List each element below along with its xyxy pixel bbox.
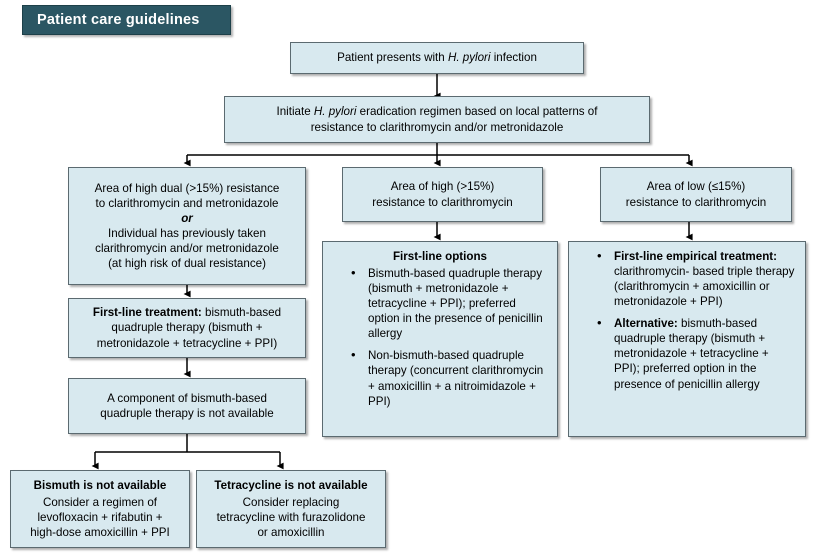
list-item: First-line empirical treatment: clarithr…	[597, 248, 797, 309]
node-line: Initiate H. pylori eradication regimen b…	[276, 105, 598, 119]
node-line-or: or	[181, 211, 193, 225]
node-tetracycline-not-available: Tetracycline is not available Consider r…	[196, 470, 386, 548]
node-line: metronidazole + tetracycline + PPI)	[96, 336, 278, 350]
options-list: First-line empirical treatment: clarithr…	[577, 248, 797, 392]
node-line: Area of high dual (>15%) resistance	[94, 181, 280, 195]
bullet-text: Bismuth-based quadruple therapy (bismuth…	[368, 267, 543, 341]
node-line: A component of bismuth-based	[107, 391, 267, 405]
node-line: First-line treatment: bismuth-based	[92, 306, 282, 320]
node-line: resistance to clarithromycin	[372, 195, 513, 209]
node-line: Individual has previously taken	[108, 227, 266, 240]
node-area-high-clarithromycin-resistance: Area of high (>15%) resistance to clarit…	[342, 167, 543, 222]
node-header: Tetracycline is not available	[214, 478, 368, 492]
node-line: Consider a regimen of	[42, 495, 158, 509]
italic-species: H. pylori	[313, 105, 357, 119]
italic-species: H. pylori	[447, 51, 491, 65]
bullet-text: Non-bismuth-based quadruple therapy (con…	[368, 349, 544, 408]
node-line: quadruple therapy is not available	[100, 407, 274, 420]
node-line: Area of low (≤15%)	[646, 180, 746, 194]
node-component-not-available: A component of bismuth-based quadruple t…	[68, 378, 306, 434]
node-first-line-treatment: First-line treatment: bismuth-based quad…	[68, 298, 306, 358]
node-header: First-line options	[392, 250, 488, 263]
node-line: clarithromycin and/or metronidazole	[95, 242, 279, 256]
node-area-high-dual-resistance: Area of high dual (>15%) resistance to c…	[68, 167, 306, 285]
bullet-text: bismuth-based quadruple therapy (bismuth…	[614, 317, 769, 391]
node-line: Consider replacing	[242, 495, 340, 509]
node-line: resistance to clarithromycin	[625, 195, 767, 209]
list-item: Alternative: bismuth-based quadruple the…	[597, 315, 797, 391]
list-item: Non-bismuth-based quadruple therapy (con…	[351, 347, 549, 408]
node-line: resistance to clarithromycin and/or metr…	[310, 120, 564, 134]
page-title-banner: Patient care guidelines	[22, 5, 231, 35]
node-line: Patient presents with H. pylori infectio…	[337, 51, 537, 65]
node-line: Area of high (>15%)	[390, 180, 495, 194]
node-line: (at high risk of dual resistance)	[108, 257, 266, 271]
bullet-bold-lead: Alternative:	[614, 317, 678, 331]
node-patient-presents: Patient presents with H. pylori infectio…	[290, 42, 584, 74]
bullet-text: clarithromycin- based triple therapy (cl…	[614, 265, 795, 309]
node-line: tetracycline with furazolidone	[216, 511, 366, 524]
node-first-line-empirical-options: First-line empirical treatment: clarithr…	[568, 241, 806, 437]
node-header: Bismuth is not available	[33, 478, 167, 492]
node-line: or amoxicillin	[257, 526, 325, 540]
node-bold-lead: First-line treatment:	[92, 306, 202, 320]
node-line: to clarithromycin and metronidazole	[95, 196, 279, 210]
list-item: Bismuth-based quadruple therapy (bismuth…	[351, 265, 549, 341]
node-line: quadruple therapy (bismuth +	[111, 321, 263, 335]
node-line: levofloxacin + rifabutin +	[37, 511, 163, 524]
node-first-line-options: First-line options Bismuth-based quadrup…	[322, 241, 558, 437]
node-bismuth-not-available: Bismuth is not available Consider a regi…	[10, 470, 190, 548]
node-line: high-dose amoxicillin + PPI	[30, 526, 170, 540]
node-area-low-clarithromycin-resistance: Area of low (≤15%) resistance to clarith…	[600, 167, 792, 222]
options-list: Bismuth-based quadruple therapy (bismuth…	[331, 265, 549, 409]
page-title: Patient care guidelines	[37, 12, 200, 28]
node-initiate-eradication: Initiate H. pylori eradication regimen b…	[224, 96, 650, 143]
bullet-bold-lead: First-line empirical treatment:	[614, 250, 777, 263]
